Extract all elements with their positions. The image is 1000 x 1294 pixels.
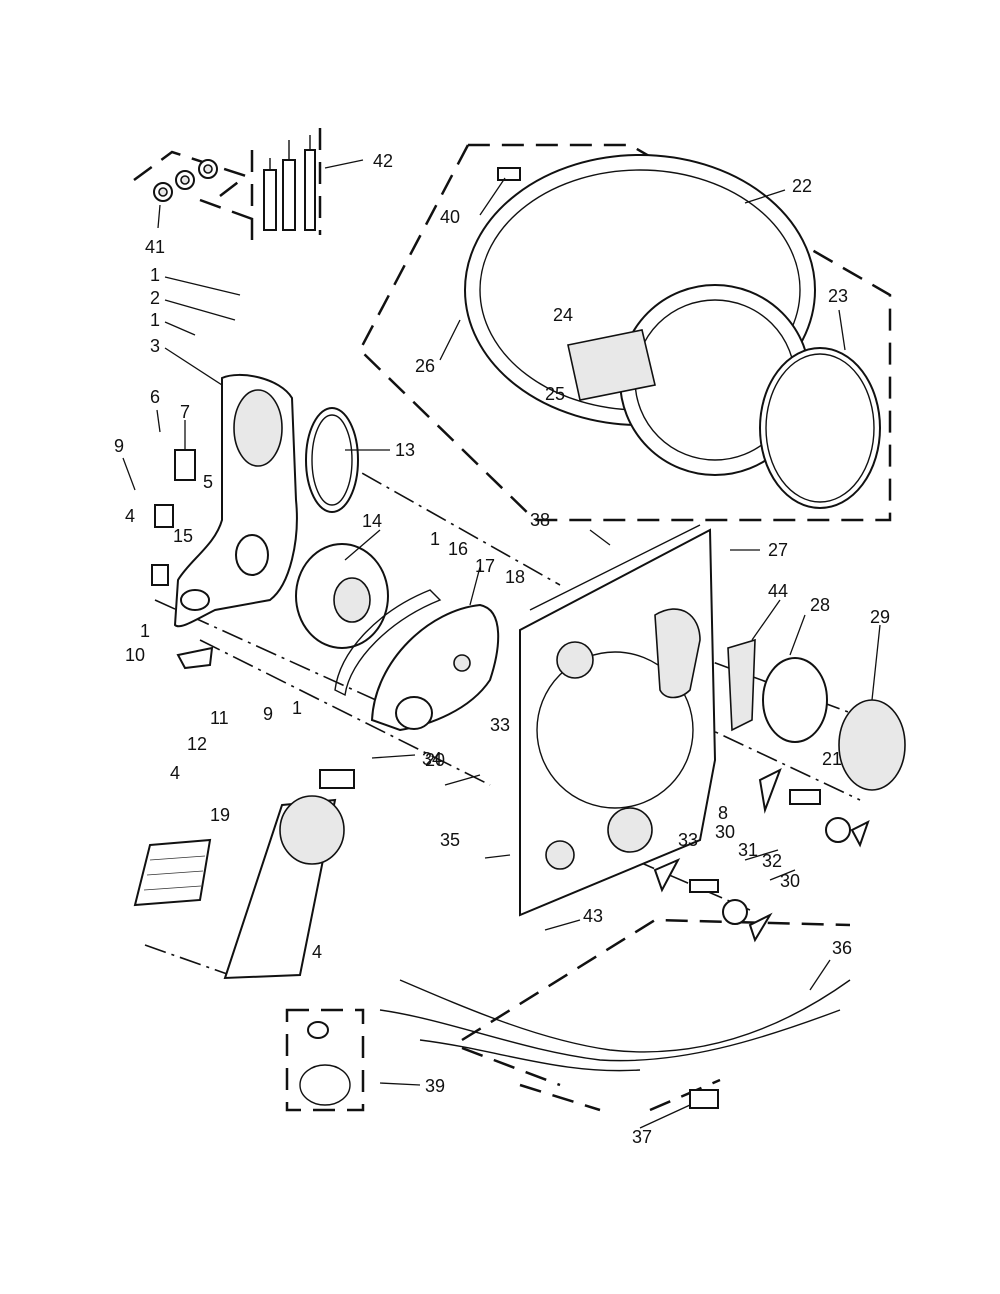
part-12-lint-screen (133, 838, 212, 907)
callout-44: 44 (768, 581, 788, 601)
callout-38: 38 (530, 510, 550, 530)
callout-24: 24 (553, 305, 573, 325)
callout-4: 4 (312, 942, 322, 962)
callout-18: 18 (505, 567, 525, 587)
callout-31: 31 (738, 840, 758, 860)
callout-30: 30 (715, 822, 735, 842)
callout-19: 19 (210, 805, 230, 825)
callout-3: 3 (150, 336, 160, 356)
callout-1: 1 (430, 529, 440, 549)
callout-7: 7 (180, 402, 190, 422)
callout-1: 1 (292, 698, 302, 718)
callout-42: 42 (373, 151, 393, 171)
callout-15: 15 (173, 526, 193, 546)
callout-6: 6 (150, 387, 160, 407)
callout-4: 4 (125, 506, 135, 526)
callout-1: 1 (140, 621, 150, 641)
hardware-left (151, 449, 355, 789)
callout-8: 8 (718, 803, 728, 823)
callout-13: 13 (395, 440, 415, 460)
callout-30: 30 (780, 871, 800, 891)
part-rollers-right (653, 767, 870, 943)
part-23-drum-seal (759, 347, 881, 509)
callout-5: 5 (203, 472, 213, 492)
part-3-blower-housing (173, 374, 298, 628)
callout-2: 2 (150, 288, 160, 308)
callout-36: 36 (832, 938, 852, 958)
callout-9: 9 (114, 436, 124, 456)
callout-33: 33 (490, 715, 510, 735)
part-36-wire-harness (379, 979, 851, 1109)
callout-1: 1 (150, 310, 160, 330)
callout-29: 29 (870, 607, 890, 627)
callout-10: 10 (125, 645, 145, 665)
callout-25: 25 (545, 384, 565, 404)
part-16-motor-belt (334, 589, 500, 732)
part-28-duct-seal (762, 657, 828, 743)
part-41-rollers (153, 159, 218, 202)
callout-43: 43 (583, 906, 603, 926)
callout-35: 35 (440, 830, 460, 850)
part-13-seal (305, 407, 359, 513)
callout-26: 26 (415, 356, 435, 376)
callout-40: 40 (440, 207, 460, 227)
part-29-lint-screen (838, 699, 906, 791)
callout-32: 32 (762, 851, 782, 871)
callout-37: 37 (632, 1127, 652, 1147)
callout-17: 17 (475, 556, 495, 576)
callout-39: 39 (425, 1076, 445, 1096)
callout-16: 16 (448, 539, 468, 559)
callout-22: 22 (792, 176, 812, 196)
callout-20: 20 (425, 750, 445, 770)
callout-33: 33 (678, 830, 698, 850)
leader-lines (122, 159, 881, 1129)
part-39-cord-clip (299, 1021, 351, 1106)
callout-1: 1 (150, 265, 160, 285)
callout-11: 11 (210, 708, 229, 728)
part-44-filter (727, 638, 756, 732)
callout-12: 12 (187, 734, 207, 754)
part-11-exhaust-duct (223, 795, 345, 980)
callout-9: 9 (263, 704, 273, 724)
callout-34: 34 (422, 749, 442, 769)
part-27-front-panel (519, 524, 717, 917)
callout-41: 41 (145, 237, 165, 257)
group-outlines (133, 128, 892, 1112)
callout-27: 27 (768, 540, 788, 560)
callout-21: 21 (822, 749, 842, 769)
part-42-heater-terminals (263, 135, 316, 231)
callout-14: 14 (362, 511, 382, 531)
callout-4: 4 (170, 763, 180, 783)
callout-labels: 41 42 1 2 1 3 6 7 9 5 4 15 1 10 9 13 14 … (114, 151, 890, 1147)
callout-28: 28 (810, 595, 830, 615)
callout-23: 23 (828, 286, 848, 306)
part-14-blower-wheel (295, 543, 389, 649)
